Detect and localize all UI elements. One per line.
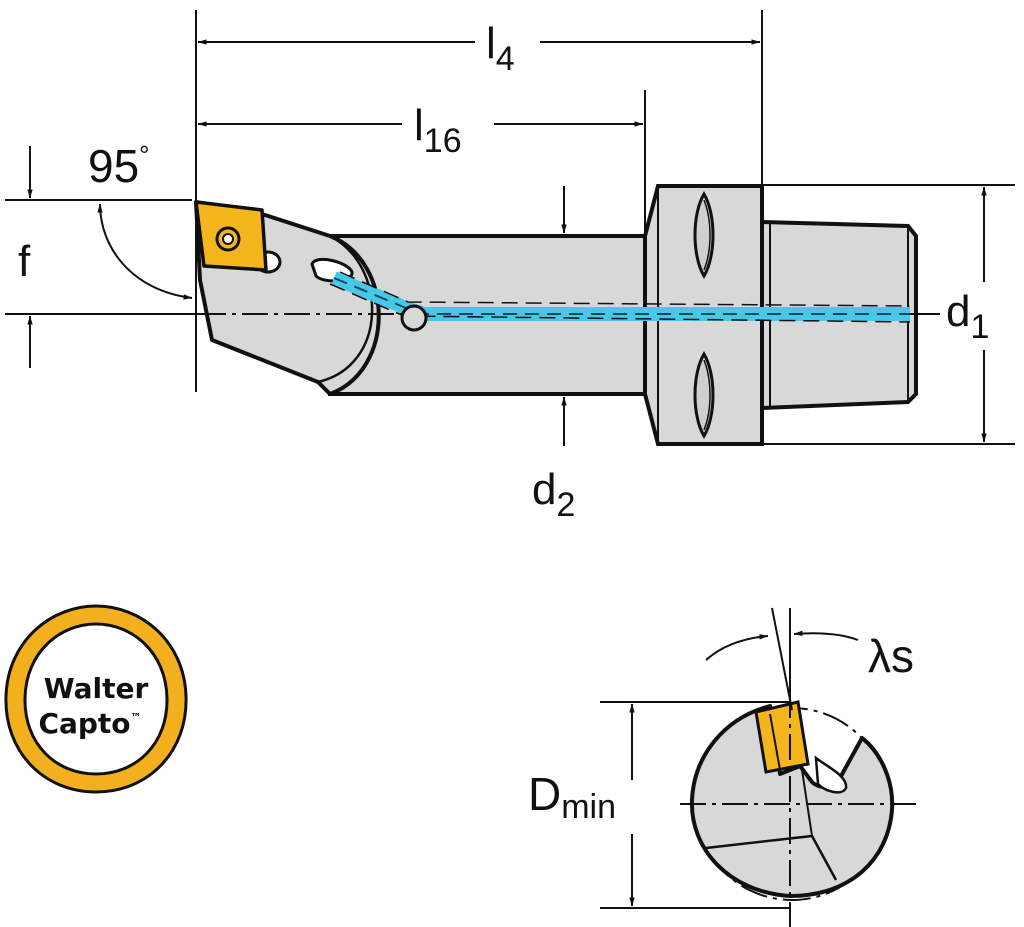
- label-dmin: Dmin: [528, 768, 616, 826]
- end-view: [600, 607, 916, 927]
- label-angle: 95°: [88, 140, 150, 192]
- walter-capto-logo: Walter Capto™: [4, 604, 188, 794]
- logo-line-1: Walter: [44, 672, 149, 705]
- tool-body: [194, 184, 918, 446]
- label-f: f: [18, 237, 31, 286]
- label-d2: d2: [532, 465, 575, 524]
- logo-line-2: Capto™: [38, 707, 141, 740]
- label-d1: d1: [946, 287, 989, 346]
- label-l4: l4: [486, 19, 515, 78]
- extension-lines: [5, 10, 1015, 445]
- end-view-insert: [754, 700, 810, 774]
- cutting-insert: [194, 200, 268, 272]
- dimension-labels: l4 l16 95° f d2 d1: [18, 19, 989, 524]
- label-lambda-s: λs: [868, 630, 914, 682]
- label-l16: l16: [414, 101, 462, 160]
- end-view-labels: Dmin λs: [528, 630, 914, 826]
- dimension-arrows: [27, 39, 987, 446]
